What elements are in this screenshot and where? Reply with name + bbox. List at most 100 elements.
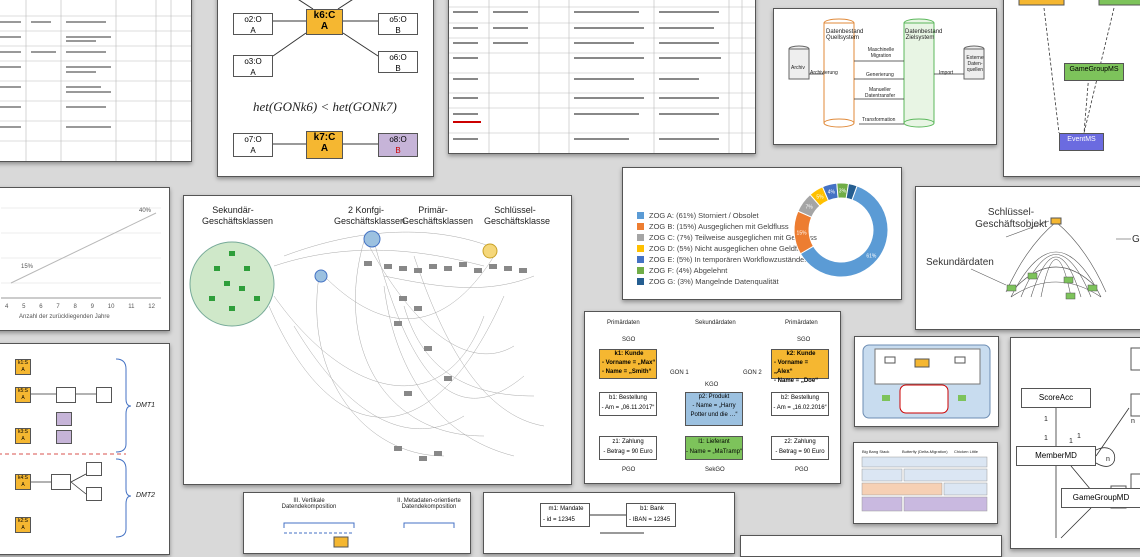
gon2-label: GON 2 — [743, 370, 762, 376]
heading-primary-classes: Primär-Geschäftsklassen — [402, 205, 474, 226]
dmt-node — [56, 430, 72, 444]
small-architecture-card — [854, 336, 999, 427]
column-chicken-little: Chicken Little — [954, 449, 979, 454]
z1-payment-node: z1: Zahlung- Betrag = 90 Euro — [599, 436, 657, 460]
legend-item: ZOG F: (4%) Abgelehnt — [637, 265, 817, 276]
donut-data-label: 15% — [797, 230, 808, 236]
membermd-class: MemberMD — [1016, 446, 1096, 466]
multiplicity-1: 1 — [1044, 416, 1048, 423]
heading-key-class: Schlüssel-Geschäftsklasse — [484, 205, 551, 226]
architecture-shapes — [862, 344, 991, 419]
tick: 12 — [148, 304, 155, 310]
migration-diagram-card: Datenbestand Quellsystem Datenbestand Zi… — [773, 8, 997, 145]
column-butterfly: Butterfly (Delta-Migration) — [902, 449, 948, 454]
primary-data-right: Primärdaten — [785, 320, 818, 326]
legend-swatch — [637, 278, 644, 285]
sekgo-label: SekGO — [705, 467, 725, 473]
donut-legend: ZOG A: (61%) Storniert / Obsolet ZOG B: … — [637, 210, 817, 287]
pgo-left: PGO — [622, 467, 636, 473]
donut-slice — [845, 183, 858, 201]
legend-item: ZOG C: (7%) Teilweise ausgeglichen mit G… — [637, 232, 817, 243]
multiplicity-n2: n — [1131, 418, 1135, 425]
decomposition-shapes — [283, 522, 455, 548]
heading-config-classes: 2 Konfgi-Geschäftsklassen — [334, 205, 406, 226]
tick: 5 — [22, 304, 26, 310]
x-axis-label: Anzahl der zurückliegenden Jahre — [19, 314, 110, 320]
b1-bank-node: b1: Bank- IBAN = 12345 — [626, 503, 676, 527]
dmt-node — [56, 412, 72, 426]
dmt2-label: DMT2 — [136, 492, 156, 499]
member-uml-card: ScoreAcc MemberMD GameGroupMD 1 1 n 1 1 … — [1010, 337, 1140, 549]
target-db-label: Datenbestand Zielsystem — [905, 29, 943, 41]
donut-data-label: 61% — [866, 253, 877, 259]
legend-swatch — [637, 267, 644, 274]
k2-customer-node: k2: Kunde- Vorname = „Alex“- Name = „Doe… — [771, 349, 829, 384]
spec-table-grid — [449, 0, 755, 153]
key-object-mesh — [970, 217, 1131, 300]
sgo-left: SGO — [622, 337, 636, 343]
tick: 8 — [73, 304, 77, 310]
migration-shapes — [788, 18, 985, 128]
dmt-edges — [0, 358, 132, 538]
bank-edges — [590, 514, 644, 534]
vertical-decomposition-label: III. Vertikale Datendekomposition — [281, 498, 337, 510]
donut-plot: 61%15%7%5%4%3% — [793, 182, 889, 278]
legend-item: ZOG B: (15%) Ausgeglichen mit Geldfluss — [637, 221, 817, 232]
gamegroupmd-class: GameGroupMD — [1061, 488, 1140, 508]
sgo-right: SGO — [797, 337, 811, 343]
eventms-node: EventMS — [1059, 133, 1104, 151]
legend-swatch — [637, 245, 644, 252]
gon1-label: GON 1 — [670, 370, 689, 376]
external-sources-label: Externe Daten-quellen — [966, 55, 984, 73]
b2-order-node: b2: Bestellung- Am = „16.02.2016“ — [771, 392, 829, 416]
member-uml-edges — [1055, 347, 1140, 539]
dmt1-label: DMT1 — [136, 402, 156, 409]
multiplicity-1d: 1 — [1077, 433, 1081, 440]
machine-migration-label: Maschinelle Migration — [867, 47, 895, 59]
dmt-node — [96, 387, 112, 403]
legend-item: ZOG E: (5%) In temporären Workflowzustän… — [637, 254, 817, 265]
table-document-card — [0, 0, 192, 162]
pgo-right: PGO — [795, 467, 809, 473]
multiplicity-n: n — [1106, 456, 1110, 463]
secondary-data-label: Sekundärdaten — [926, 257, 994, 268]
m1-mandate-node: m1: Mandate- id = 12345 — [540, 503, 590, 527]
archiving-label: Archivierung — [810, 70, 838, 76]
label-15-percent: 15% — [21, 264, 34, 270]
tick: 10 — [107, 304, 115, 310]
tick: 4 — [5, 304, 9, 310]
kgo-label: KGO — [705, 382, 719, 388]
k1-customer-node: k1: Kunde- Vorname = „Max“- Name = „Smit… — [599, 349, 657, 379]
transformation-label: Transformation — [862, 117, 896, 123]
p2-product-node: p2: Produkt- Name = „Harry Potter und di… — [685, 392, 743, 426]
import-label: Import — [939, 70, 954, 76]
comparison-card: Big Bang Stack Butterfly (Delta-Migratio… — [853, 442, 998, 524]
heterogeneity-formula: het(GONk6) < het(GONk7) — [253, 99, 397, 114]
source-db-label: Datenbestand Quellsystem — [826, 29, 864, 41]
donut-data-label: 4% — [828, 190, 836, 196]
comparison-blocks — [861, 456, 988, 512]
multiplicity-1c: 1 — [1069, 438, 1073, 445]
key-object-card: Schlüssel-Geschäftsobjekt Sekundärdaten … — [915, 186, 1140, 330]
b1-order-node: b1: Bestellung- Am = „06.11.2017“ — [599, 392, 657, 416]
donut-data-label: 7% — [806, 205, 814, 211]
secondary-data-center: Sekundärdaten — [695, 320, 736, 326]
dmt-node — [86, 487, 102, 501]
table-grid — [0, 0, 191, 161]
gamegroupms-node: GameGroupMS — [1064, 63, 1124, 81]
generation-label: Generierung — [866, 72, 894, 78]
dmt-node — [86, 462, 102, 476]
legend-swatch — [637, 223, 644, 230]
